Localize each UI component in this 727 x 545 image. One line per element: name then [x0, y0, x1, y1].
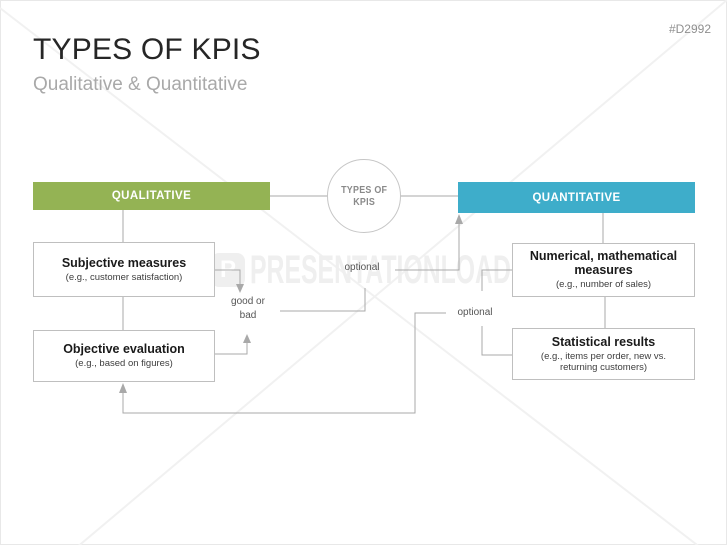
- qualitative-header-bar: QUALITATIVE: [33, 182, 270, 210]
- document-code: #D2992: [668, 22, 711, 36]
- box-title: Objective evaluation: [63, 342, 185, 357]
- quantitative-header-bar: QUANTITATIVE: [458, 182, 695, 213]
- page-title: TYPES OF KPIS: [33, 33, 261, 66]
- optional-label-right: optional: [457, 307, 493, 318]
- qualitative-header-label: QUALITATIVE: [111, 190, 192, 202]
- circle-label: TYPES OF KPIS: [340, 184, 388, 208]
- numerical-measures-box: Numerical, mathematical measures (e.g., …: [512, 243, 695, 297]
- watermark-text: PRESENTATIONLOAD: [250, 248, 511, 292]
- box-title: Numerical, mathematical measures: [529, 249, 678, 278]
- arrow-up-to-good-or-bad: [243, 334, 251, 343]
- page-subtitle: Qualitative & Quantitative: [33, 74, 248, 95]
- types-of-kpis-circle: TYPES OF KPIS: [327, 159, 401, 233]
- arrow-up-to-quantitative: [455, 214, 463, 224]
- box-subtitle: (e.g., based on figures): [75, 358, 173, 370]
- good-or-bad-label: good or bad: [231, 296, 265, 321]
- optional-label-left: optional: [344, 262, 380, 273]
- subjective-measures-box: Subjective measures (e.g., customer sati…: [33, 242, 215, 297]
- box-title: Statistical results: [551, 334, 656, 349]
- box-subtitle: (e.g., customer satisfaction): [65, 271, 183, 283]
- box-title: Subjective measures: [61, 255, 187, 270]
- arrow-down-to-good-or-bad: [236, 284, 244, 293]
- box-subtitle: (e.g., items per order, new vs. returnin…: [540, 350, 667, 374]
- statistical-results-box: Statistical results (e.g., items per ord…: [512, 328, 695, 380]
- arrow-up-to-objective: [119, 383, 127, 393]
- objective-evaluation-box: Objective evaluation (e.g., based on fig…: [33, 330, 215, 382]
- quantitative-header-label: QUANTITATIVE: [532, 191, 621, 204]
- box-subtitle: (e.g., number of sales): [555, 279, 652, 291]
